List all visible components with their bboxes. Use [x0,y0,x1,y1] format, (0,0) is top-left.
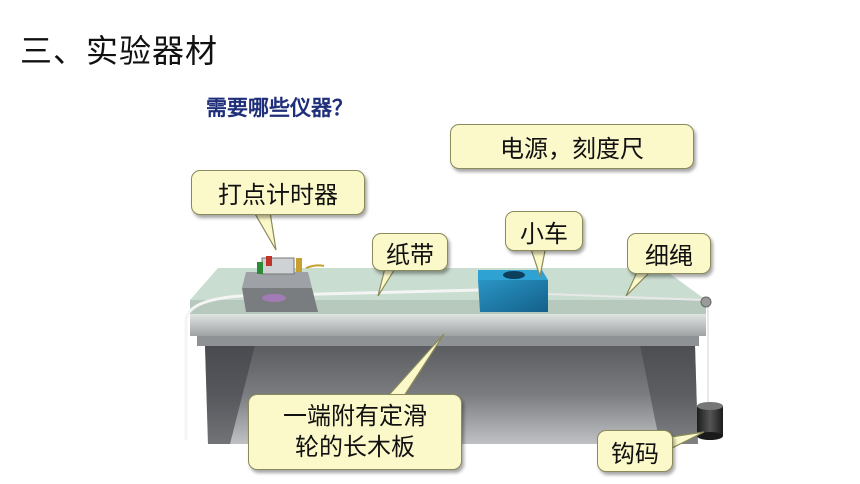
long-board [190,268,706,346]
callout-string: 细绳 [627,233,711,274]
callout-cart: 小车 [505,211,583,251]
string [547,293,705,301]
callout-weight: 钩码 [597,430,673,472]
paper-tape [184,288,481,440]
slide-title: 三、实验器材 [20,32,219,70]
board-label-line1: 一端附有定滑 [283,401,427,430]
callout-board: 一端附有定滑 轮的长木板 [248,394,462,470]
question-text: 需要哪些仪器？ [206,96,353,120]
board-label-line2: 轮的长木板 [295,433,415,461]
hooked-weight [697,402,723,440]
ticker-timer [242,256,325,312]
callout-tape: 纸带 [372,233,448,271]
callout-timer: 打点计时器 [191,170,365,215]
callout-power-ruler: 电源，刻度尺 [450,124,694,169]
cart [478,270,548,312]
pulley [700,296,712,308]
